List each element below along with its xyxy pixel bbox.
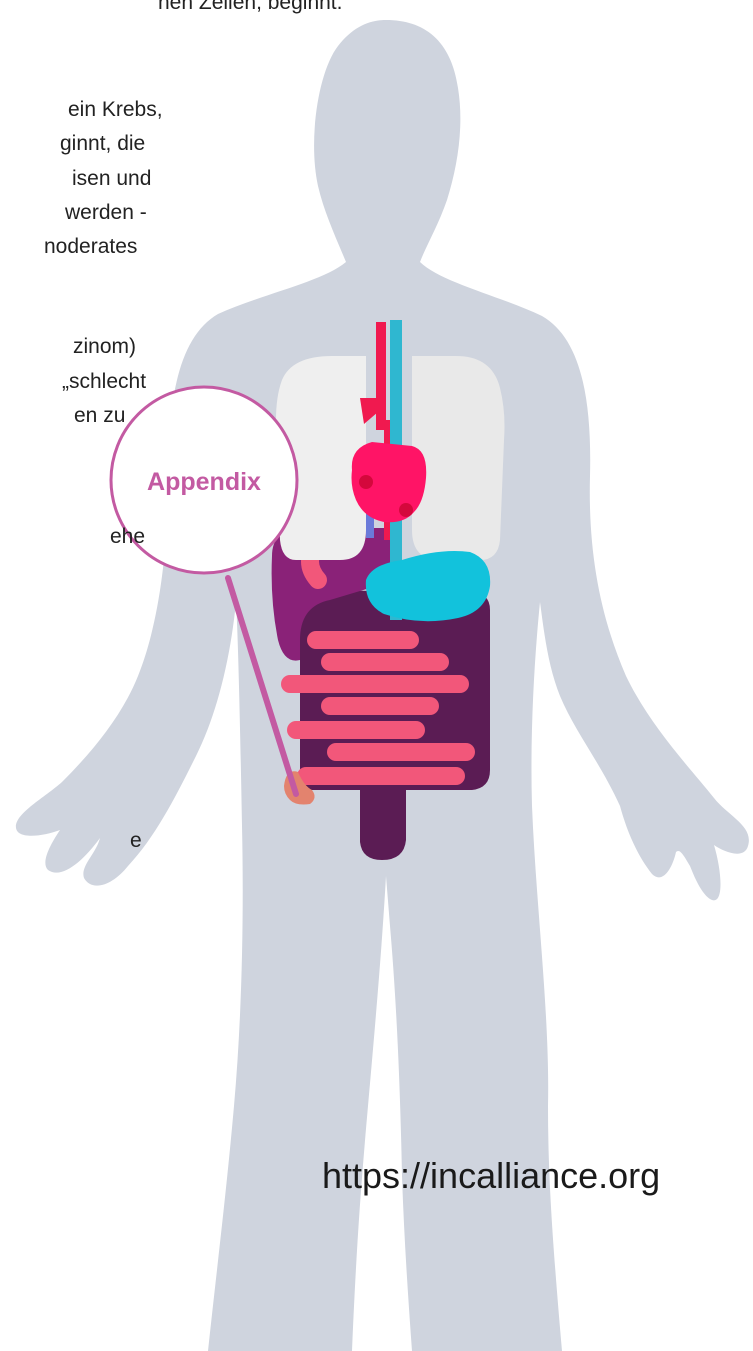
- text-fragment-6: noderates: [44, 234, 137, 260]
- text-fragment-9: en zu: [74, 403, 125, 429]
- text-fragment-10: ehe: [110, 524, 145, 550]
- heart-spot-1: [359, 475, 373, 489]
- heart-spot-2: [399, 503, 413, 517]
- text-fragment-2: ein Krebs,: [68, 97, 163, 123]
- lung-right: [412, 356, 505, 560]
- text-fragment-1: nen Zellen, beginnt.: [158, 0, 342, 16]
- text-fragment-11: e: [130, 828, 142, 854]
- text-fragment-3: ginnt, die: [60, 131, 145, 157]
- source-url: https://incalliance.org: [322, 1156, 660, 1196]
- callout-label: Appendix: [147, 468, 261, 496]
- text-fragment-5: werden -: [65, 200, 147, 226]
- text-fragment-4: isen und: [72, 166, 151, 192]
- text-fragment-7: zinom): [73, 334, 136, 360]
- text-fragment-8: „schlecht: [62, 369, 146, 395]
